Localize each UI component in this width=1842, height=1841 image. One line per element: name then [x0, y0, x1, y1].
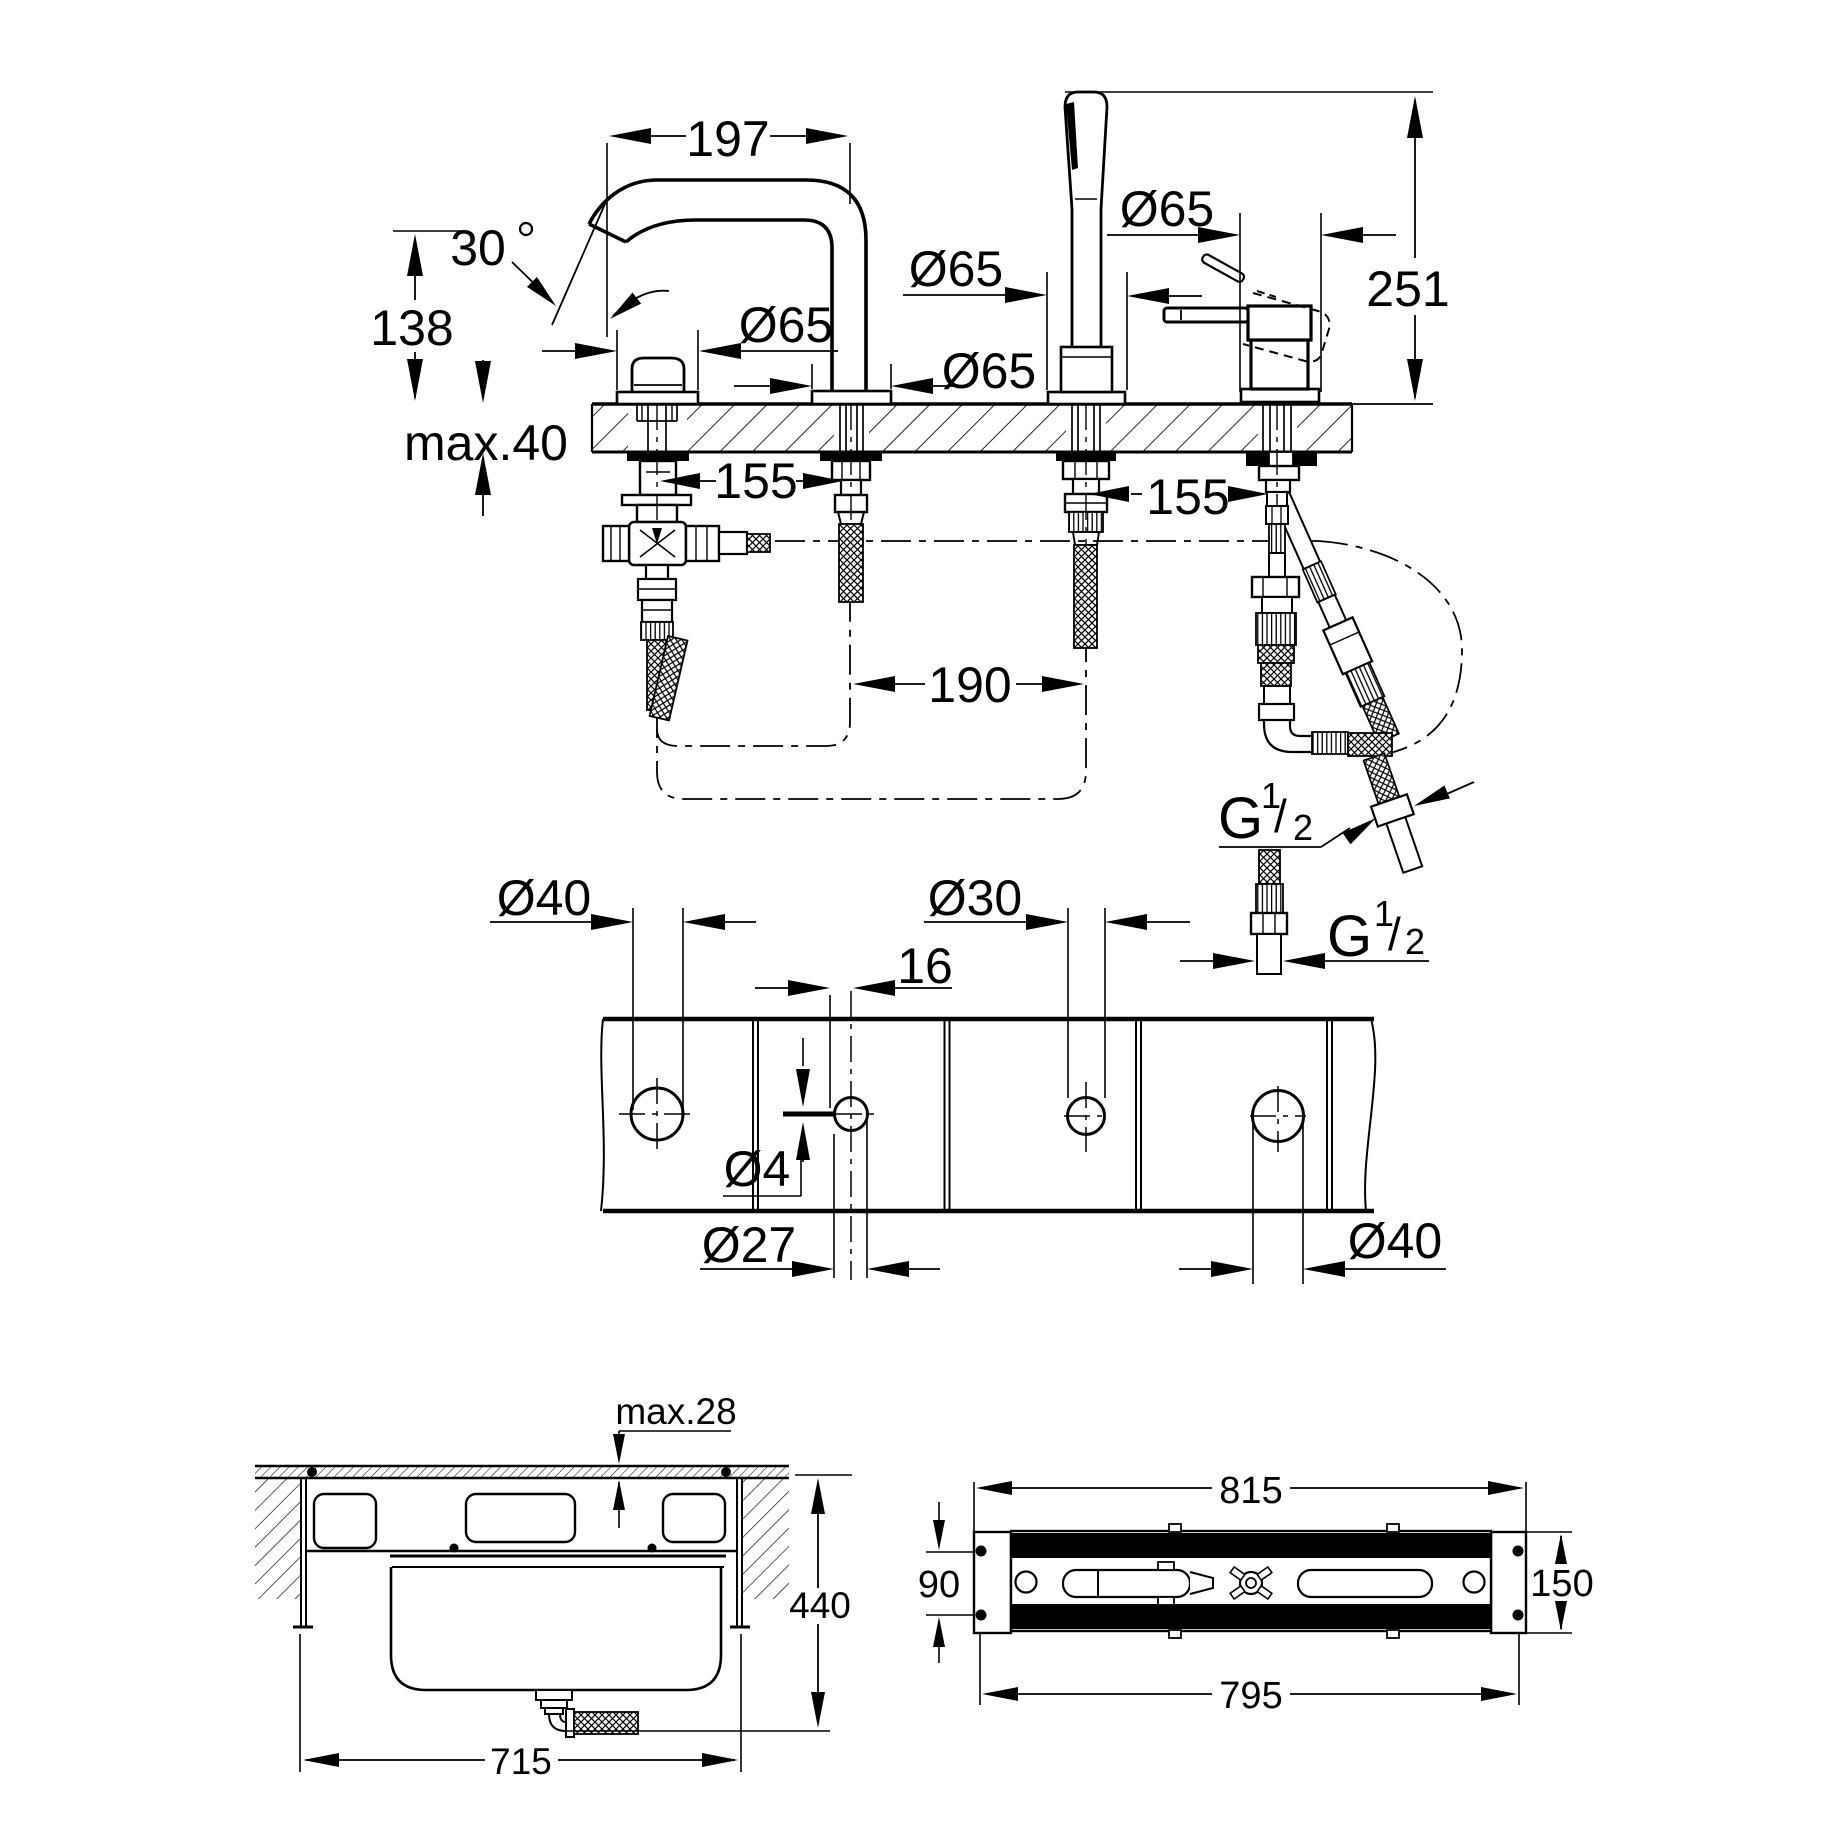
svg-text:155: 155: [1146, 469, 1229, 525]
svg-text:Ø65: Ø65: [942, 343, 1037, 399]
svg-text:Ø27: Ø27: [702, 1217, 797, 1273]
svg-text:190: 190: [928, 657, 1011, 713]
svg-text:715: 715: [490, 1741, 552, 1782]
svg-text:Ø4: Ø4: [724, 1141, 791, 1197]
svg-text:Ø65: Ø65: [909, 241, 1004, 297]
svg-text:Ø65: Ø65: [739, 297, 834, 353]
svg-text:251: 251: [1366, 261, 1449, 317]
svg-text:G: G: [1327, 904, 1372, 969]
svg-text:1: 1: [1374, 893, 1394, 934]
svg-text:815: 815: [1219, 1470, 1282, 1512]
svg-text:/: /: [1274, 790, 1287, 842]
svg-text:2: 2: [1405, 921, 1425, 962]
svg-text:16: 16: [897, 938, 953, 994]
svg-text:155: 155: [714, 453, 797, 509]
svg-text:440: 440: [789, 1585, 851, 1626]
svg-text:Ø30: Ø30: [928, 870, 1023, 926]
svg-text:138: 138: [370, 300, 453, 356]
svg-text:795: 795: [1219, 1675, 1282, 1717]
svg-text:90: 90: [918, 1564, 960, 1606]
svg-text:max.40: max.40: [404, 415, 568, 471]
svg-text:G: G: [1218, 786, 1263, 851]
svg-text:Ø40: Ø40: [1348, 1213, 1443, 1269]
svg-text:Ø40: Ø40: [497, 870, 592, 926]
svg-text:1: 1: [1261, 775, 1281, 816]
svg-text:150: 150: [1530, 1563, 1593, 1605]
svg-text:/: /: [1388, 908, 1401, 960]
svg-text:2: 2: [1293, 807, 1313, 848]
svg-text:30: 30: [450, 220, 506, 276]
svg-text:max.28: max.28: [615, 1391, 736, 1432]
svg-text:197: 197: [686, 111, 769, 167]
